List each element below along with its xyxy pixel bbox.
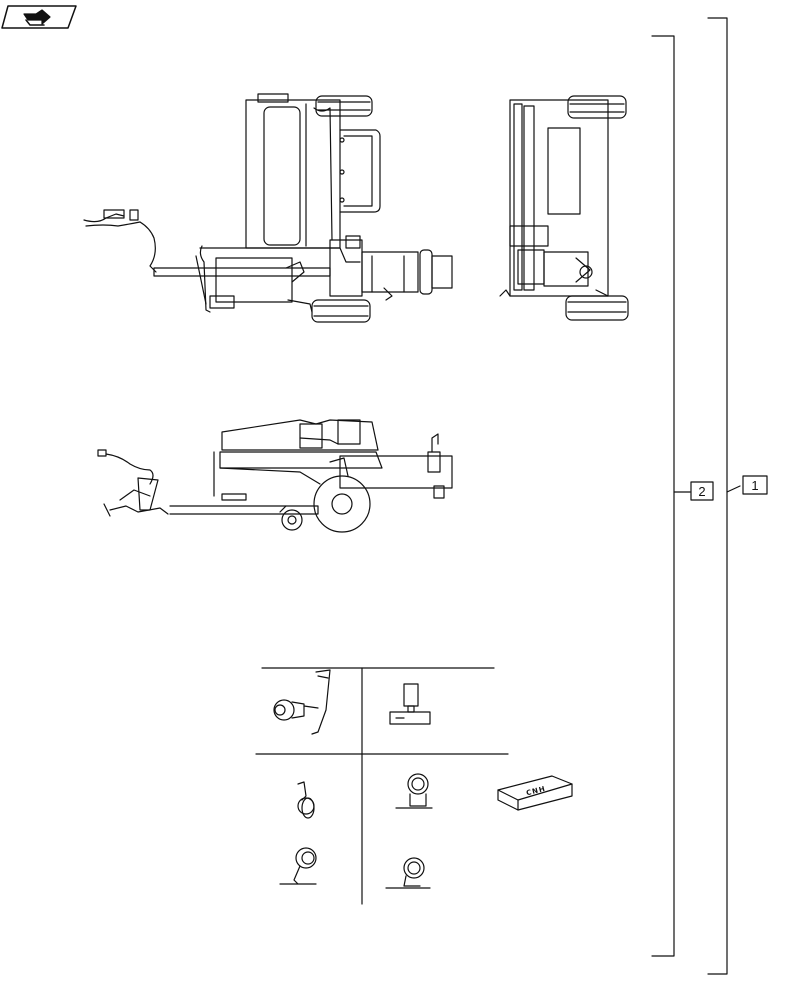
bracket-1 (707, 17, 741, 975)
parts-box-label: CNH (525, 785, 546, 798)
lamp-detail-fender-mount (273, 669, 331, 735)
bracket-2 (651, 35, 691, 957)
lamp-detail-base-mount (389, 683, 431, 725)
lamp-detail-grid (255, 667, 509, 905)
baler-top-view (83, 93, 453, 323)
lamp-detail-pedestal-upright (395, 773, 433, 809)
parts-box-icon: CNH (497, 775, 573, 811)
hand-arrow-icon[interactable] (1, 5, 77, 29)
lamp-detail-pedestal-side (385, 857, 431, 889)
callout-1[interactable]: 1 (742, 475, 768, 495)
callout-1-label: 1 (751, 478, 758, 493)
lamp-detail-bracket-mount (297, 781, 315, 819)
callout-2[interactable]: 2 (690, 481, 714, 501)
callout-2-label: 2 (698, 484, 705, 499)
baler-side-view (97, 419, 453, 533)
lamp-detail-pedestal-tilted (279, 847, 317, 885)
baler-rear-view (499, 95, 629, 321)
